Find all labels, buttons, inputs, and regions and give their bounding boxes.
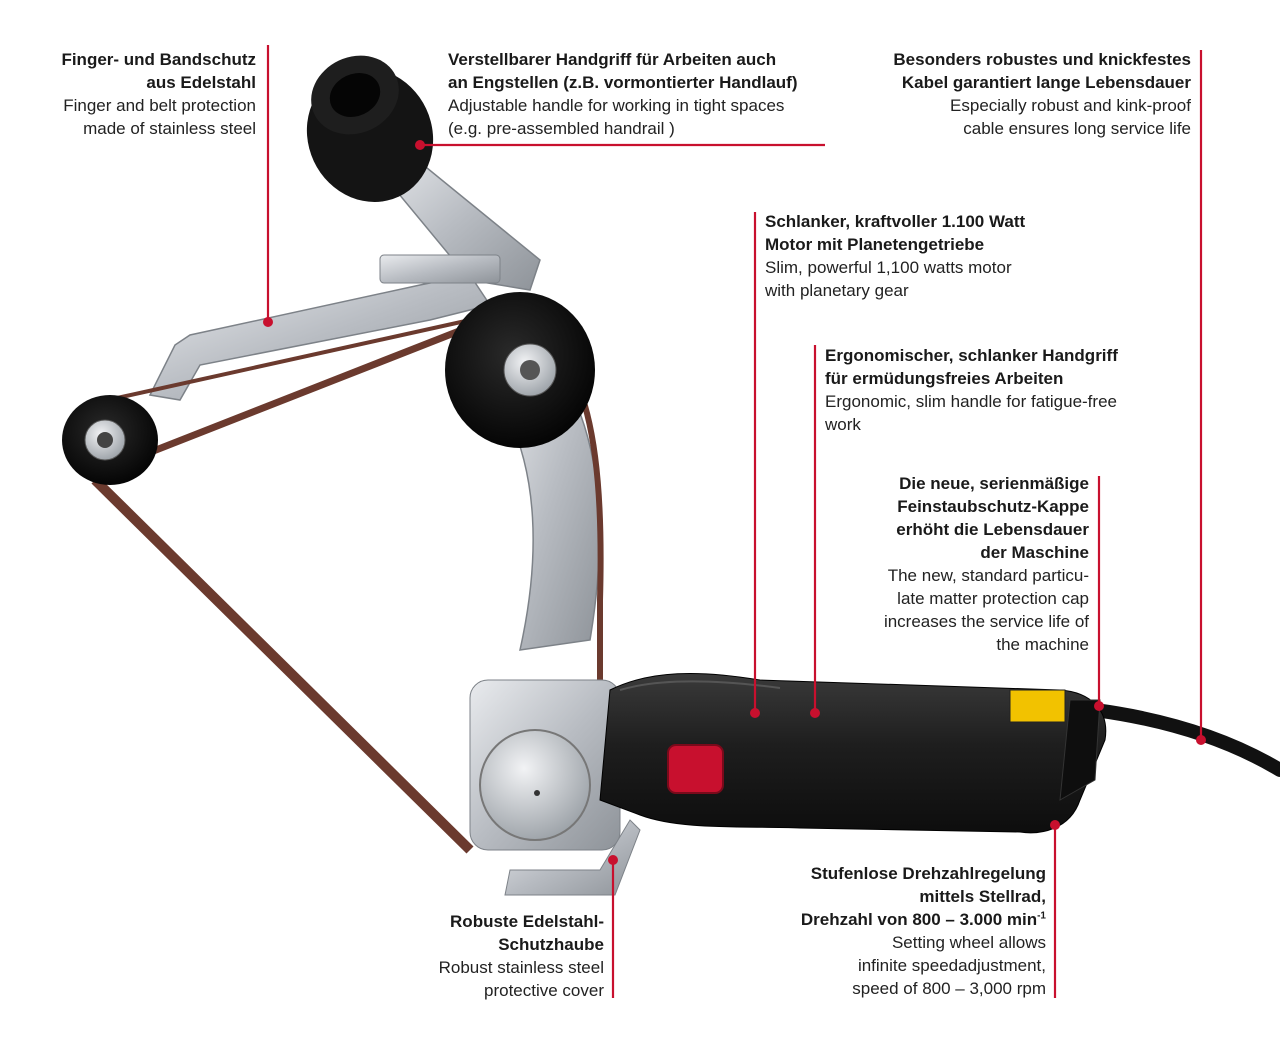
contact-wheel	[445, 292, 595, 448]
callout-speed-control: Stufenlose Drehzahlregelung mittels Stel…	[746, 862, 1046, 1000]
gear-head	[469, 679, 641, 896]
callout-speed-de-line3: Drehzahl von 800 – 3.000 min	[800, 910, 1038, 929]
callout-ergonomic-handle-en: Ergonomic, slim handle for fatigue-free …	[825, 392, 1117, 434]
adjustable-handle-grip	[306, 55, 434, 202]
leader-lines	[263, 45, 1206, 998]
callout-dust-cap-en: The new, standard particu- late matter p…	[883, 566, 1089, 654]
callout-guard: Finger- und Bandschutz aus Edelstahl Fin…	[16, 48, 256, 140]
callout-speed-unit-exponent: -1	[1037, 910, 1046, 922]
callout-motor-en: Slim, powerful 1,100 watts motor with pl…	[765, 258, 1012, 300]
callout-guard-de: Finger- und Bandschutz aus Edelstahl	[61, 50, 256, 92]
power-cable	[1088, 703, 1280, 777]
callout-ergonomic-handle: Ergonomischer, schlanker Handgriff für e…	[825, 344, 1155, 436]
callout-speed-de-line1: Stufenlose Drehzahlregelung	[810, 864, 1046, 883]
callout-guard-en: Finger and belt protection made of stain…	[63, 96, 256, 138]
callout-protective-cover-de: Robuste Edelstahl- Schutzhaube	[450, 912, 604, 954]
callout-motor: Schlanker, kraftvoller 1.100 Watt Motor …	[765, 210, 1065, 302]
callout-adjustable-handle-en: Adjustable handle for working in tight s…	[448, 96, 785, 138]
callout-dust-cap-de: Die neue, serienmäßige Feinstaubschutz-K…	[896, 474, 1089, 562]
callout-cable-de: Besonders robustes und knickfestes Kabel…	[893, 50, 1191, 92]
callout-motor-de: Schlanker, kraftvoller 1.100 Watt Motor …	[765, 212, 1026, 254]
callout-ergonomic-handle-de: Ergonomischer, schlanker Handgriff für e…	[825, 346, 1118, 388]
idler-wheel	[62, 395, 158, 485]
motor-body	[599, 672, 1107, 834]
callout-cable: Besonders robustes und knickfestes Kabel…	[861, 48, 1191, 140]
callout-adjustable-handle-de: Verstellbarer Handgriff für Arbeiten auc…	[448, 50, 798, 92]
callout-adjustable-handle: Verstellbarer Handgriff für Arbeiten auc…	[448, 48, 828, 140]
callout-speed-en: Setting wheel allows infinite speedadjus…	[852, 933, 1046, 998]
protective-cover	[504, 819, 641, 896]
callout-protective-cover-en: Robust stainless steel protective cover	[438, 958, 604, 1000]
warning-label	[1009, 689, 1066, 723]
callout-cable-en: Especially robust and kink-proof cable e…	[950, 96, 1191, 138]
callout-dust-cap: Die neue, serienmäßige Feinstaubschutz-K…	[849, 472, 1089, 656]
callout-protective-cover: Robuste Edelstahl- Schutzhaube Robust st…	[384, 910, 604, 1002]
callout-speed-de-line2: mittels Stellrad,	[919, 887, 1046, 906]
power-switch	[667, 744, 724, 794]
